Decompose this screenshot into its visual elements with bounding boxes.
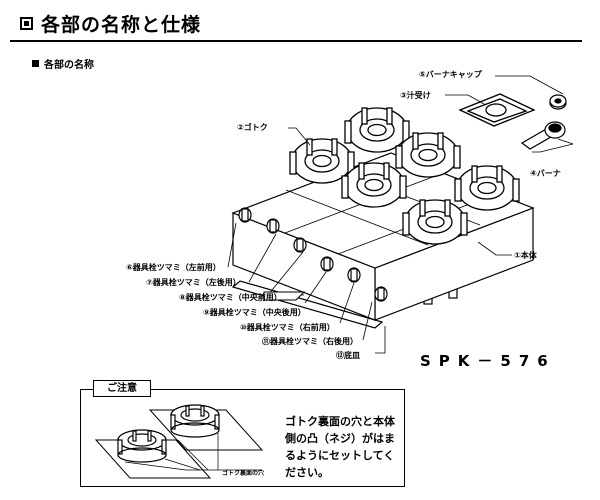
knob (293, 237, 307, 253)
model-number: SPK－576 (420, 352, 556, 370)
label-drip-pan: ③汁受け (400, 91, 431, 100)
burner-unit (341, 162, 407, 208)
hole-label: ゴトク裏面の穴 (222, 470, 265, 477)
label-knob-rear-center: ⑨器具栓ツマミ（中央後用） (203, 308, 306, 317)
knob (374, 286, 388, 302)
label-burner: ④バーナ (530, 169, 561, 178)
label-knob-rear-right: ⑪器具栓ツマミ（右後用） (262, 337, 358, 346)
label-knob-front-right: ⑩器具栓ツマミ（右前用） (240, 323, 335, 332)
knob (347, 267, 361, 283)
caution-box (80, 389, 405, 487)
section-title: 各部の名称 (44, 60, 94, 71)
burner-part (520, 121, 566, 150)
burner-unit (289, 138, 355, 184)
page-header: 各部の名称と仕様 (10, 6, 582, 42)
knob (238, 207, 252, 223)
knob (320, 256, 334, 272)
gotoku-front (117, 429, 167, 463)
label-body: ①本体 (514, 251, 537, 260)
page-title: 各部の名称と仕様 (41, 13, 202, 36)
header-square-icon (20, 16, 33, 30)
burner-unit (454, 165, 520, 211)
bullet-square-icon (32, 60, 39, 67)
knob (266, 218, 280, 234)
section-heading: 各部の名称 (32, 56, 94, 71)
gotoku-back (170, 404, 220, 438)
label-gotoku: ②ゴトク (237, 123, 268, 132)
label-knob-front-center: ⑧器具栓ツマミ（中央前用） (179, 293, 282, 302)
label-knob-front-left: ⑥器具栓ツマミ（左前用） (126, 263, 221, 272)
label-knob-rear-left: ⑦器具栓ツマミ（左後用） (146, 278, 241, 287)
burner-unit (402, 199, 468, 245)
burner-unit (395, 132, 461, 178)
caution-tag: ご注意 (93, 380, 151, 397)
caution-text: ゴトク裏面の穴と本体側の凸（ネジ）がはまるようにセットしてください。 (285, 415, 395, 479)
burner-cap (549, 94, 567, 110)
drip-pan (458, 93, 536, 127)
label-bottom-tray: ⑫底皿 (336, 351, 360, 360)
burner-unit (344, 107, 410, 153)
label-burner-cap: ⑤バーナキャップ (419, 70, 482, 79)
